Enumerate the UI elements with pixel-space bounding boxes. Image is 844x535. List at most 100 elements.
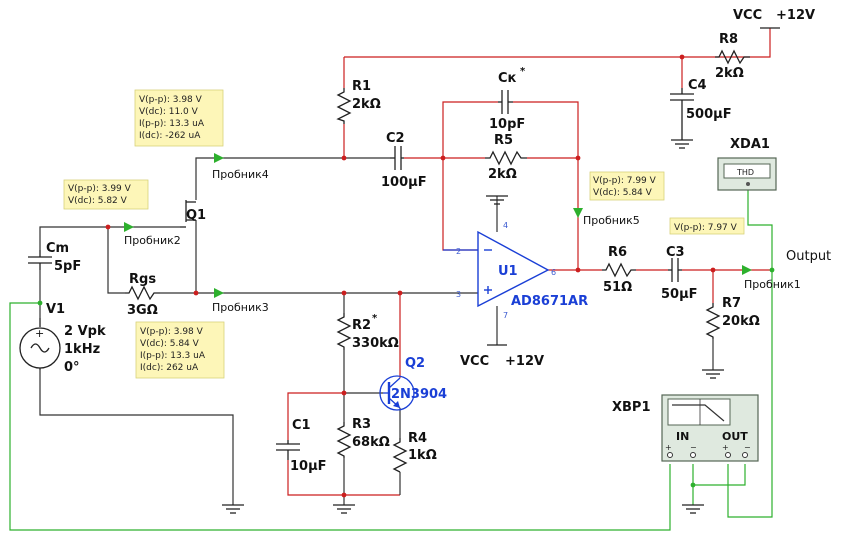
- junction: [690, 482, 696, 488]
- u1-pin6: 6: [551, 268, 556, 277]
- probe-3-line: V(p-p): 3.98 V: [140, 327, 204, 337]
- c1-value: 10µF: [290, 459, 327, 474]
- rgs-ref: Rgs: [129, 272, 156, 287]
- opamp-u1: [443, 230, 550, 308]
- xbp1-in-plus: +: [665, 443, 672, 452]
- resistor-r8: [715, 49, 750, 65]
- r3-ref: R3: [352, 417, 371, 432]
- probe-3[interactable]: V(p-p): 3.98 V V(dc): 5.84 V I(p-p): 13.…: [135, 301, 269, 379]
- u1-pin4: 4: [503, 221, 508, 230]
- instrument-xda1[interactable]: THD XDA1: [717, 137, 777, 191]
- component-labels: R1 2kΩ C2 100µF Cк * 10pF R5 2kΩ U1 AD86…: [46, 32, 831, 474]
- ac-source-v1: +: [19, 318, 61, 370]
- vcc-bottom-value: +12V: [505, 354, 544, 369]
- c4-value: 500µF: [686, 107, 732, 122]
- r2-star: *: [372, 313, 378, 324]
- probe-arrow-icon: [124, 222, 134, 232]
- wire-inv-input: [442, 158, 478, 251]
- wire-green-gnd: [692, 464, 746, 486]
- wire-green-out: [727, 270, 773, 518]
- wire-green-input: [9, 302, 671, 531]
- cm-value: 5pF: [54, 259, 81, 274]
- u1-pin2: 2: [456, 247, 461, 256]
- resistor-rgs: [125, 285, 160, 301]
- xda1-label: XDA1: [730, 137, 770, 152]
- c3-ref: C3: [666, 245, 685, 260]
- r4-ref: R4: [408, 431, 427, 446]
- vcc-top: VCC +12V: [733, 8, 815, 29]
- probe-arrow-icon: [214, 153, 224, 163]
- u1-pin3: 3: [456, 290, 461, 299]
- probe-3-name: Пробник3: [212, 301, 269, 314]
- wires: [9, 28, 774, 531]
- xbp1-out-plus: +: [722, 443, 729, 452]
- xda1-screen: THD: [736, 168, 754, 177]
- q2-part: 2N3904: [391, 387, 447, 402]
- vcc-top-name: VCC: [733, 8, 762, 23]
- c3-value: 50µF: [661, 287, 698, 302]
- probe-3-line: I(dc): 262 uA: [140, 363, 199, 373]
- junctions: [37, 54, 775, 498]
- probe-5[interactable]: V(p-p): 7.99 V V(dc): 5.84 V Пробник5: [583, 171, 665, 227]
- xbp1-out: OUT: [722, 430, 748, 443]
- u1-ref: U1: [498, 264, 518, 279]
- ground-icon: [333, 504, 355, 514]
- probe-4-line: I(p-p): 13.3 uA: [139, 119, 205, 129]
- probe-4[interactable]: V(p-p): 3.98 V V(dc): 11.0 V I(p-p): 13.…: [134, 89, 269, 181]
- v1-ref: V1: [46, 302, 65, 317]
- resistor-r5: [485, 150, 527, 166]
- v1-freq: 1kHz: [64, 342, 100, 357]
- wire-q1-drain: [195, 157, 390, 200]
- probe-arrow-icon: [742, 265, 752, 275]
- xbp1-label: XBP1: [612, 400, 651, 415]
- u1-part: AD8671AR: [511, 294, 588, 309]
- instrument-xbp1[interactable]: IN OUT + − + − XBP1: [612, 394, 759, 462]
- resistor-r6: [602, 262, 636, 278]
- r2-ref: R2: [352, 318, 371, 333]
- ground-icon: [702, 369, 724, 379]
- resistor-r4: [392, 438, 408, 473]
- bjt-q2: [379, 375, 415, 411]
- probe-3-line: I(p-p): 13.3 uA: [140, 351, 206, 361]
- wire-v1-bottom: [39, 370, 234, 505]
- resistor-r1: [336, 88, 352, 124]
- junction: [341, 492, 347, 498]
- probe-5-line: V(dc): 5.84 V: [593, 188, 653, 198]
- junction: [105, 224, 111, 230]
- ground-icon: [682, 504, 704, 514]
- probe-5-name: Пробник5: [583, 214, 640, 227]
- r6-ref: R6: [608, 245, 627, 260]
- cm-ref: Cm: [46, 241, 69, 256]
- junction: [341, 390, 347, 396]
- probe-1-name: Пробник1: [744, 278, 801, 291]
- junction: [341, 290, 347, 296]
- v1-amp: 2 Vpk: [64, 324, 106, 339]
- probe-4-name: Пробник4: [212, 168, 269, 181]
- vcc-bottom: VCC +12V: [460, 344, 544, 369]
- wire-vcc-rail: [344, 28, 771, 58]
- wire-c1-bottom: [287, 460, 400, 496]
- probe-1[interactable]: V(p-p): 7.97 V Пробник1: [669, 217, 801, 291]
- v1-phase: 0°: [64, 360, 80, 375]
- probe-2[interactable]: V(p-p): 3.99 V V(dc): 5.82 V Пробник2: [63, 179, 181, 247]
- c2-ref: C2: [386, 131, 405, 146]
- wire-rgs: [107, 227, 125, 294]
- probe-arrow-icon: [573, 208, 583, 218]
- probe-3-line: V(dc): 5.84 V: [140, 339, 200, 349]
- r8-value: 2kΩ: [715, 66, 744, 81]
- xbp1-in: IN: [676, 430, 689, 443]
- ground-icon: [671, 139, 693, 149]
- svg-text:+: +: [35, 327, 44, 340]
- r7-value: 20kΩ: [722, 314, 760, 329]
- junction: [710, 267, 716, 273]
- capacitor-c1: [276, 440, 300, 460]
- grounds: [222, 139, 724, 514]
- q2-ref: Q2: [405, 356, 425, 371]
- probe-4-line: V(p-p): 3.98 V: [139, 95, 203, 105]
- output-label: Output: [786, 249, 831, 264]
- wire-fb-top: [442, 101, 498, 158]
- c1-ref: C1: [292, 418, 311, 433]
- r5-ref: R5: [494, 133, 513, 148]
- resistor-r7: [705, 303, 721, 339]
